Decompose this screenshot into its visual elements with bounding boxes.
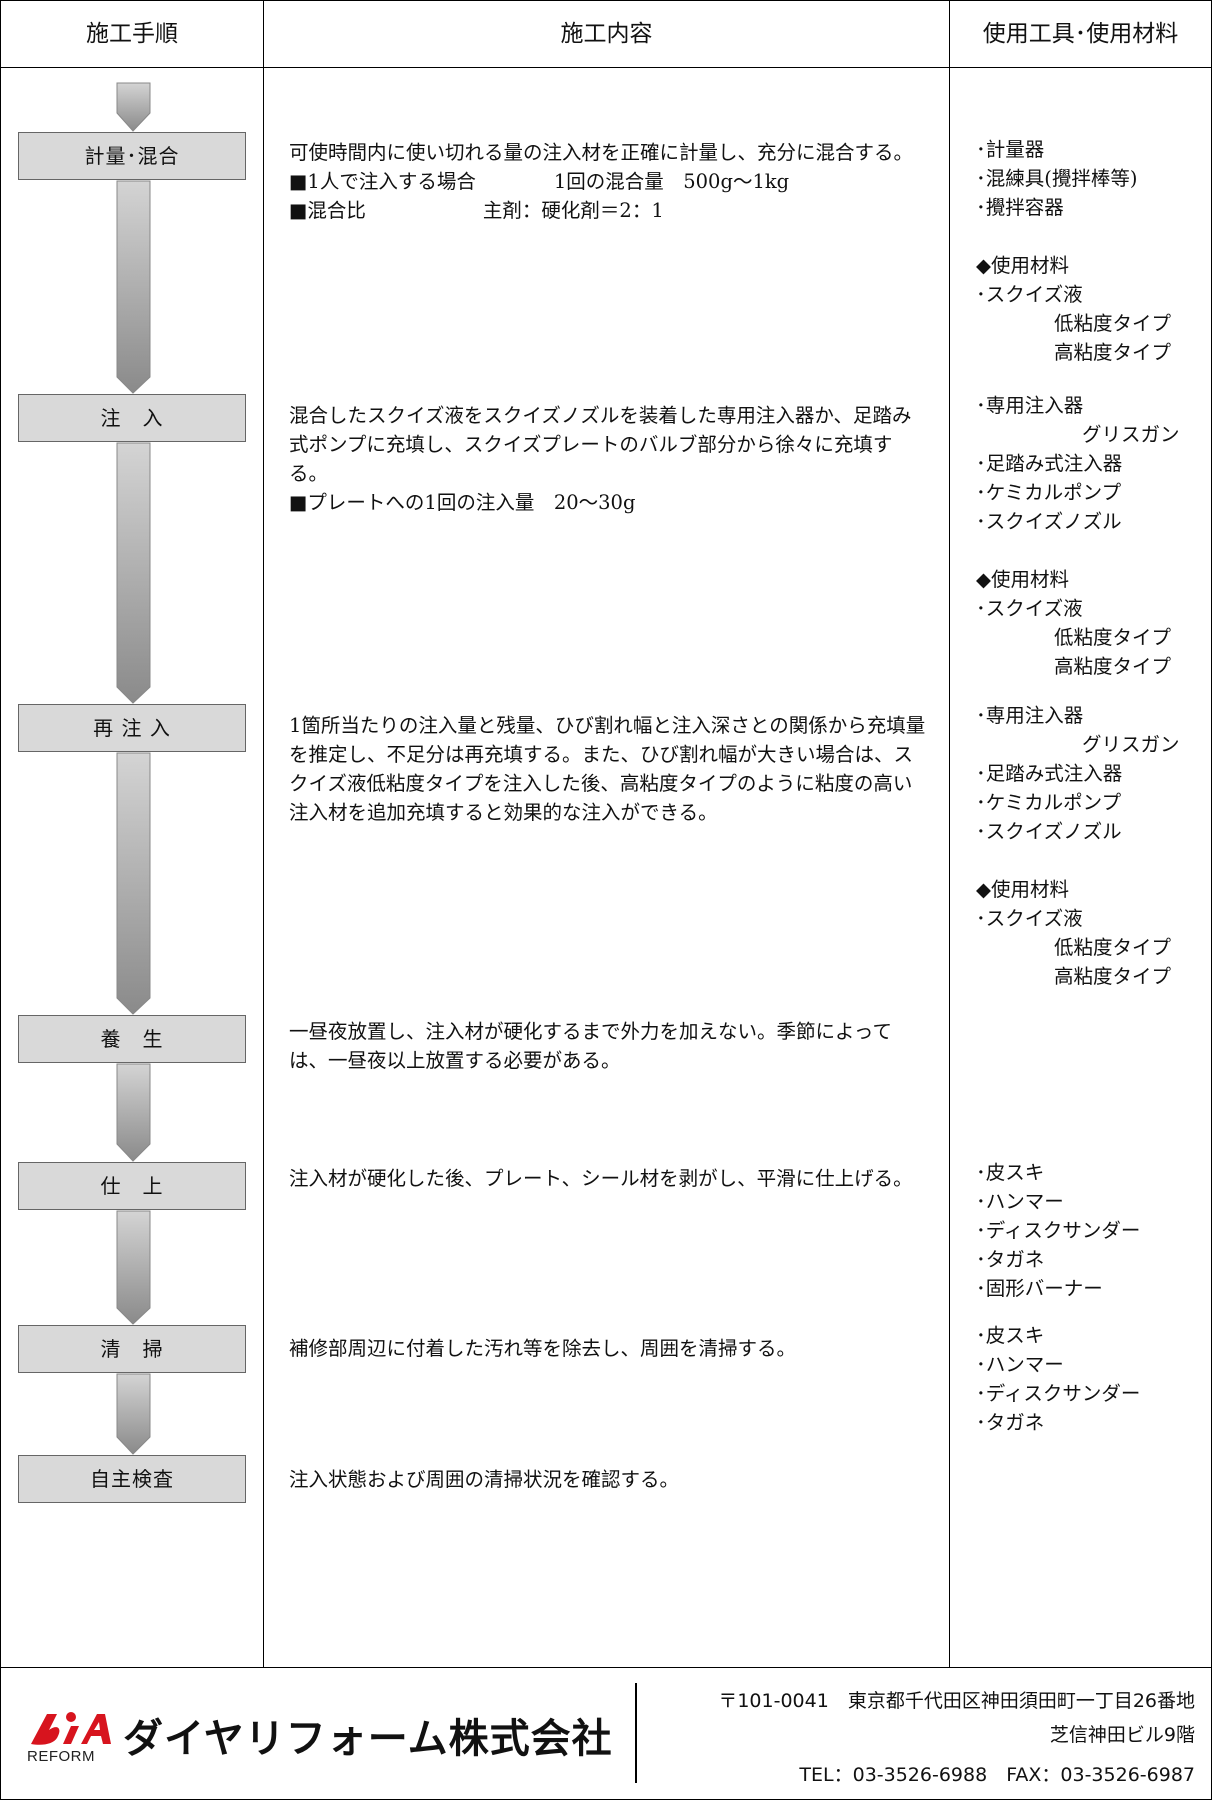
tool-item: ･スクイズ液 xyxy=(976,283,1083,306)
company-logo-icon xyxy=(31,1712,111,1745)
flow-arrow-3 xyxy=(116,752,151,1015)
tool-item: ･皮スキ xyxy=(976,1161,1045,1184)
tools-inject: ･専用注入器 グリスガン ･足踏み式注入器 ･ケミカルポンプ ･スクイズノズル … xyxy=(976,391,1211,681)
tool-item: ･ハンマー xyxy=(976,1353,1064,1376)
footer: REFORM ダイヤリフォーム株式会社 〒101-0041 東京都千代田区神田須… xyxy=(1,1668,1211,1800)
footer-divider xyxy=(1,1667,1211,1668)
step-box-reinject: 再 注 入 xyxy=(18,704,246,752)
tool-item: ･専用注入器 xyxy=(976,394,1084,417)
desc-text: ■混合比 主剤：硬化剤＝2：1 xyxy=(289,199,664,222)
tool-item: ･タガネ xyxy=(976,1248,1045,1271)
tool-subitem: 高粘度タイプ xyxy=(1054,655,1172,678)
step-box-clean: 清 掃 xyxy=(18,1325,246,1373)
address-line-2: 芝信神田ビル9階 xyxy=(1049,1724,1195,1746)
step-box-inspection: 自主検査 xyxy=(18,1455,246,1503)
materials-heading: ◆使用材料 xyxy=(976,254,1069,277)
desc-text: ■1人で注入する場合 1回の混合量 500g～1kg xyxy=(289,170,790,193)
tool-subitem: 低粘度タイプ xyxy=(1054,312,1172,335)
flow-arrow-4 xyxy=(116,1063,151,1162)
header-tools: 使用工具･使用材料 xyxy=(982,21,1179,47)
flow-arrow-1 xyxy=(116,180,151,394)
tool-item: ･足踏み式注入器 xyxy=(976,452,1123,475)
column-divider xyxy=(949,1,950,1667)
tool-item: ･計量器 xyxy=(976,138,1045,161)
tool-item: ･足踏み式注入器 xyxy=(976,762,1123,785)
tool-item: ･ディスクサンダー xyxy=(976,1219,1141,1242)
flow-arrows xyxy=(116,82,151,1455)
tool-item: ･攪拌容器 xyxy=(976,196,1064,219)
step-desc-cure: 一昼夜放置し、注入材が硬化するまで外力を加えない。季節によっては、一昼夜以上放置… xyxy=(289,1017,929,1075)
tool-item: ･タガネ xyxy=(976,1411,1045,1434)
address-line-1: 〒101-0041 東京都千代田区神田須田町一丁目26番地 xyxy=(718,1690,1195,1712)
contact-phone-fax: TEL：03-3526-6988 FAX：03-3526-6987 xyxy=(799,1764,1195,1786)
tools-measure-mix: ･計量器 ･混練具(攪拌棒等) ･攪拌容器 ◆使用材料 ･スクイズ液 低粘度タイ… xyxy=(976,135,1211,367)
tool-item: ･スクイズ液 xyxy=(976,597,1083,620)
tool-item: ･ハンマー xyxy=(976,1190,1064,1213)
company-name: ダイヤリフォーム株式会社 xyxy=(123,1716,613,1762)
step-desc-measure-mix: 可使時間内に使い切れる量の注入材を正確に計量し、充分に混合する。 ■1人で注入す… xyxy=(289,138,919,225)
tool-item: ･専用注入器 xyxy=(976,704,1084,727)
tool-item: ･混練具(攪拌棒等) xyxy=(976,167,1138,190)
desc-text: ■プレートへの1回の注入量 20～30g xyxy=(289,491,636,514)
flow-arrow-top xyxy=(116,82,151,132)
tools-finish: ･皮スキ ･ハンマー ･ディスクサンダー ･タガネ ･固形バーナー xyxy=(976,1158,1211,1303)
header-steps: 施工手順 xyxy=(86,21,178,47)
desc-text: 可使時間内に使い切れる量の注入材を正確に計量し、充分に混合する。 xyxy=(289,141,914,164)
tools-clean: ･皮スキ ･ハンマー ･ディスクサンダー ･タガネ xyxy=(976,1321,1211,1437)
step-box-finish: 仕 上 xyxy=(18,1162,246,1210)
flow-arrow-6 xyxy=(116,1373,151,1455)
column-divider xyxy=(263,1,264,1667)
desc-text: 混合したスクイズ液をスクイズノズルを装着した専用注入器か、足踏み式ポンプに充填し… xyxy=(289,404,912,485)
step-desc-finish: 注入材が硬化した後、プレート、シール材を剥がし、平滑に仕上げる。 xyxy=(289,1164,929,1193)
materials-heading: ◆使用材料 xyxy=(976,568,1069,591)
desc-text: 注入状態および周囲の清掃状況を確認する。 xyxy=(289,1468,680,1491)
tool-subitem: 高粘度タイプ xyxy=(1054,341,1172,364)
tool-item: ･ディスクサンダー xyxy=(976,1382,1141,1405)
tool-subitem: グリスガン xyxy=(1082,423,1180,446)
step-box-measure-mix: 計量･混合 xyxy=(18,132,246,180)
tool-item: ･皮スキ xyxy=(976,1324,1045,1347)
tool-subitem: 低粘度タイプ xyxy=(1054,936,1172,959)
step-desc-clean: 補修部周辺に付着した汚れ等を除去し、周囲を清掃する。 xyxy=(289,1334,929,1363)
tool-subitem: 高粘度タイプ xyxy=(1054,965,1172,988)
desc-text: 一昼夜放置し、注入材が硬化するまで外力を加えない。季節によっては、一昼夜以上放置… xyxy=(289,1020,892,1072)
footer-separator xyxy=(635,1683,637,1783)
logo-subtext: REFORM xyxy=(27,1748,95,1765)
tool-item: ･固形バーナー xyxy=(976,1277,1103,1300)
tools-reinject: ･専用注入器 グリスガン ･足踏み式注入器 ･ケミカルポンプ ･スクイズノズル … xyxy=(976,701,1211,991)
tool-item: ･ケミカルポンプ xyxy=(976,791,1122,814)
desc-text: 補修部周辺に付着した汚れ等を除去し、周囲を清掃する。 xyxy=(289,1337,797,1360)
step-box-cure: 養 生 xyxy=(18,1015,246,1063)
tool-subitem: グリスガン xyxy=(1082,733,1180,756)
step-desc-reinject: 1箇所当たりの注入量と残量、ひび割れ幅と注入深さとの関係から充填量を推定し、不足… xyxy=(289,711,929,827)
header-divider xyxy=(1,67,1211,68)
tool-item: ･スクイズノズル xyxy=(976,510,1122,533)
step-desc-inspection: 注入状態および周囲の清掃状況を確認する。 xyxy=(289,1465,929,1494)
desc-text: 1箇所当たりの注入量と残量、ひび割れ幅と注入深さとの関係から充填量を推定し、不足… xyxy=(289,714,926,824)
tool-subitem: 低粘度タイプ xyxy=(1054,626,1172,649)
tool-item: ･スクイズ液 xyxy=(976,907,1083,930)
materials-heading: ◆使用材料 xyxy=(976,878,1069,901)
tool-item: ･ケミカルポンプ xyxy=(976,481,1122,504)
step-box-inject: 注 入 xyxy=(18,394,246,442)
tool-item: ･スクイズノズル xyxy=(976,820,1122,843)
flow-arrow-5 xyxy=(116,1210,151,1325)
flow-arrow-2 xyxy=(116,442,151,704)
step-desc-inject: 混合したスクイズ液をスクイズノズルを装着した専用注入器か、足踏み式ポンプに充填し… xyxy=(289,401,929,517)
header-contents: 施工内容 xyxy=(560,21,653,47)
desc-text: 注入材が硬化した後、プレート、シール材を剥がし、平滑に仕上げる。 xyxy=(289,1167,913,1190)
